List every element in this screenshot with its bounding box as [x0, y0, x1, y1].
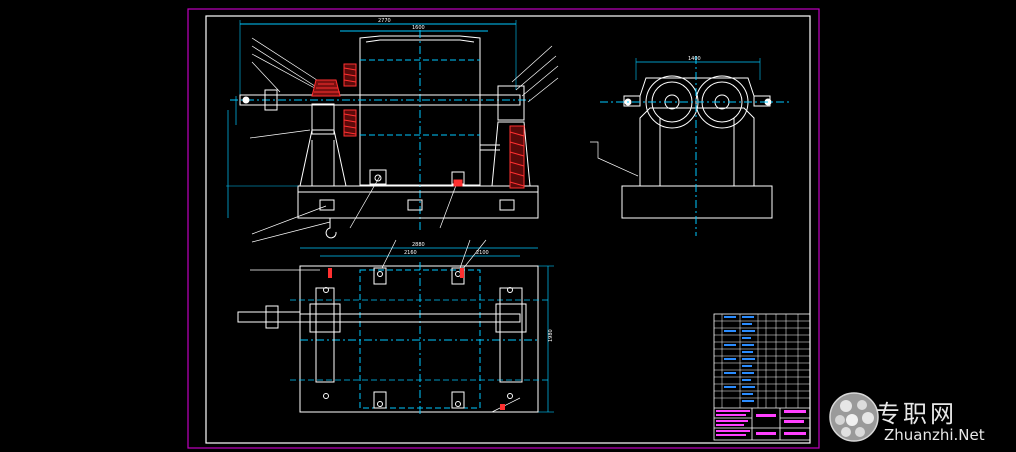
- parts-list-table: [714, 314, 810, 408]
- dim-front-top: 2770: [378, 18, 391, 24]
- title-block-stamp-marks: [716, 410, 806, 436]
- drawing-frame: [205, 15, 811, 444]
- title-block-text-marks: [724, 316, 755, 402]
- dim-plan-inner: 2160: [404, 250, 417, 256]
- plan-view-red-parts: [328, 268, 505, 410]
- dim-front-inner: 1600: [412, 25, 425, 31]
- sheet-border: [187, 8, 820, 449]
- front-view: [226, 20, 559, 243]
- watermark-logo-icon: [829, 392, 879, 442]
- dim-plan-top: 2880: [412, 242, 425, 248]
- side-view: [590, 56, 790, 236]
- dim-plan-small: 2100: [476, 250, 489, 256]
- watermark-brand-cn: 专职网: [876, 400, 957, 428]
- dim-side-top: 1400: [688, 56, 701, 62]
- watermark-brand-en: Zhuanzhi.Net: [884, 426, 985, 444]
- plan-view: [237, 239, 554, 416]
- dim-plan-right: 1980: [548, 329, 554, 342]
- front-view-red-parts: [311, 63, 525, 189]
